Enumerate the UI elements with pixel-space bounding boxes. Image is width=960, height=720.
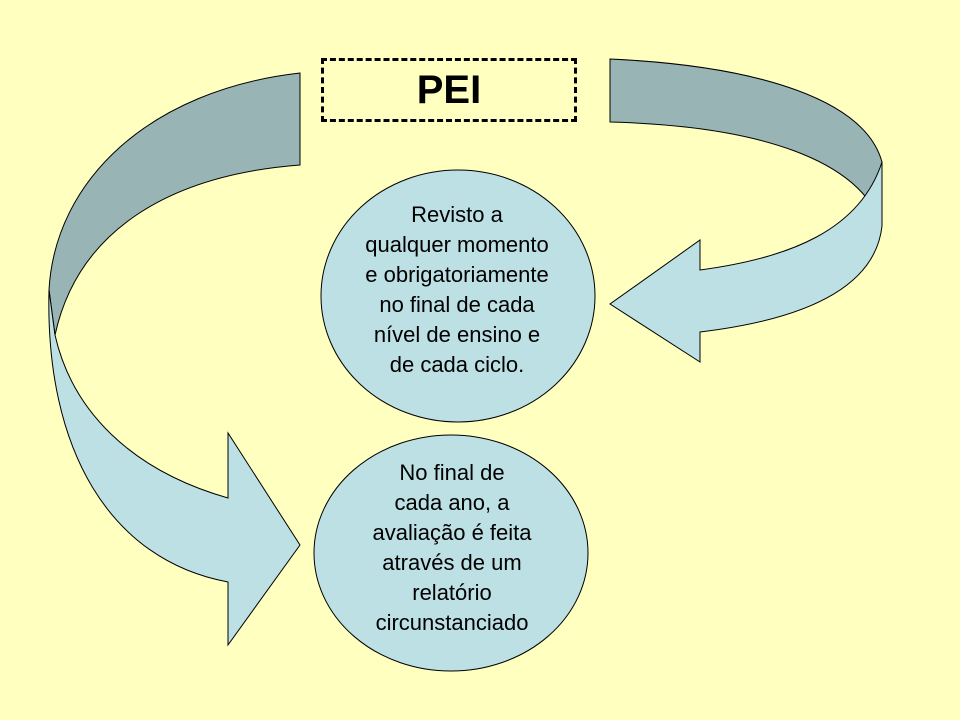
right-arrow-front (609, 161, 883, 363)
left-arrow-back (48, 72, 301, 336)
bottom-circle (313, 434, 589, 672)
right-arrow-back (609, 58, 883, 227)
left-arrow-front (48, 289, 301, 647)
top-circle-text: Revisto a qualquer momento e obrigatoria… (365, 202, 549, 377)
title-box: PEI (321, 58, 577, 122)
top-circle (320, 169, 596, 423)
bottom-circle-text: No final de cada ano, a avaliação é feit… (372, 460, 532, 635)
title-text: PEI (416, 67, 482, 112)
